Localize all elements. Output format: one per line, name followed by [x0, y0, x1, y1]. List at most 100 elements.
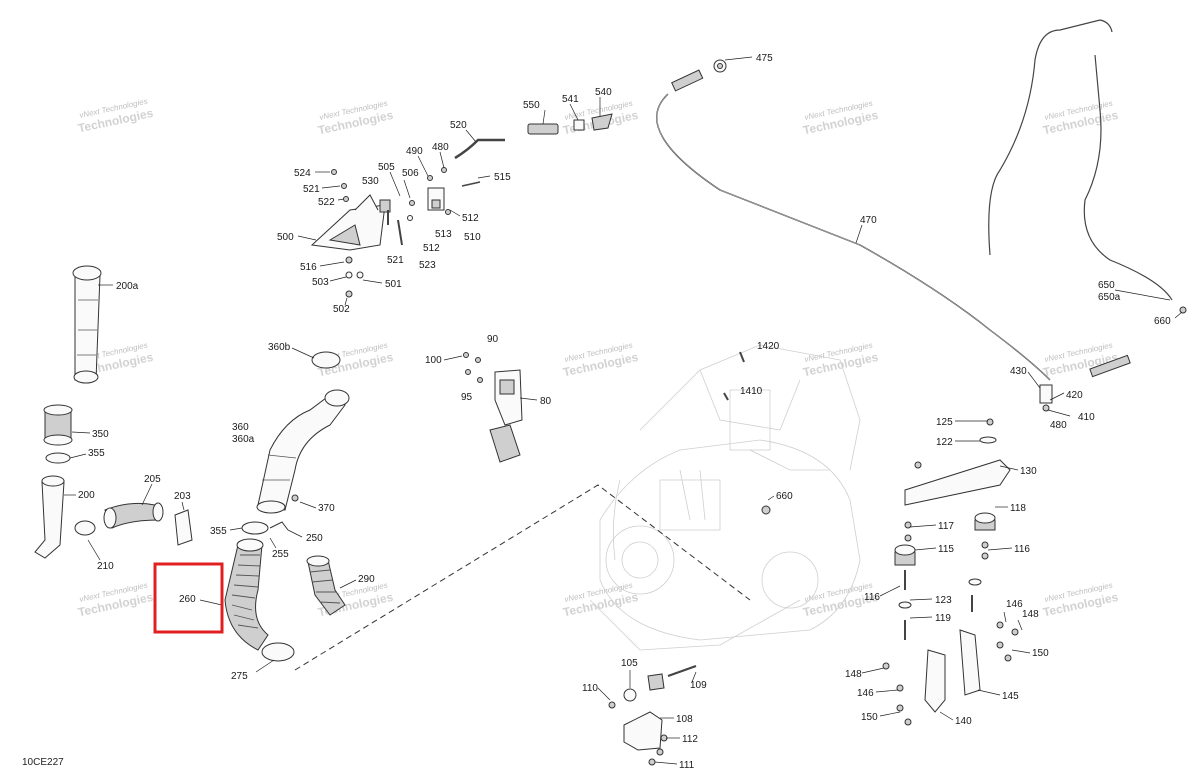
label-250: 250 — [306, 533, 323, 544]
label-660b: 660 — [776, 491, 793, 502]
label-122: 122 — [936, 437, 953, 448]
label-522: 522 — [318, 197, 335, 208]
leader-lines — [64, 56, 1183, 765]
label-123: 123 — [935, 595, 952, 606]
connection-dashed-line — [294, 484, 751, 671]
label-130: 130 — [1020, 466, 1037, 477]
label-140: 140 — [955, 716, 972, 727]
label-660: 660 — [1154, 316, 1171, 327]
label-1420: 1420 — [757, 341, 780, 352]
label-118: 118 — [1010, 503, 1026, 514]
vent-line-650 — [988, 19, 1173, 301]
label-475: 475 — [756, 53, 773, 64]
label-210: 210 — [97, 561, 114, 572]
label-550: 550 — [523, 100, 540, 111]
bottom-mount-parts — [608, 664, 697, 766]
label-1410: 1410 — [740, 386, 763, 397]
label-200: 200 — [78, 490, 95, 501]
label-145: 145 — [1002, 691, 1019, 702]
label-521: 521 — [303, 184, 320, 195]
label-515: 515 — [494, 172, 511, 183]
label-512a: 512 — [462, 213, 479, 224]
engine-mount-parts — [882, 306, 1187, 726]
label-470: 470 — [860, 215, 877, 226]
label-146b: 146 — [857, 688, 874, 699]
label-146: 146 — [1006, 599, 1023, 610]
label-501: 501 — [385, 279, 402, 290]
highlight-box-260 — [153, 562, 224, 634]
label-650: 650 — [1098, 280, 1115, 291]
label-520: 520 — [450, 120, 467, 131]
air-duct-360 — [256, 351, 350, 514]
label-360b: 360b — [268, 342, 291, 353]
label-490: 490 — [406, 146, 423, 157]
label-108: 108 — [676, 714, 693, 725]
label-119: 119 — [935, 613, 951, 624]
intake-tube-200a — [72, 265, 102, 384]
clamp-parts-250-255-370 — [241, 494, 299, 535]
label-116: 116 — [1014, 544, 1030, 555]
label-150b: 150 — [861, 712, 878, 723]
label-506: 506 — [402, 168, 419, 179]
label-503: 503 — [312, 277, 329, 288]
label-360: 360 — [232, 422, 249, 433]
label-110: 110 — [582, 683, 598, 694]
label-109: 109 — [690, 680, 707, 691]
label-148: 148 — [1022, 609, 1039, 620]
label-275: 275 — [231, 671, 248, 682]
label-90: 90 — [487, 334, 499, 345]
label-116b: 116 — [864, 592, 880, 603]
label-480: 480 — [432, 142, 449, 153]
label-540: 540 — [595, 87, 612, 98]
pedal-bracket-group — [310, 113, 613, 298]
label-205: 205 — [144, 474, 161, 485]
label-510: 510 — [464, 232, 481, 243]
label-516: 516 — [300, 262, 317, 273]
label-360a: 360a — [232, 434, 255, 445]
label-117: 117 — [938, 521, 954, 532]
accelerator-pedal-80 — [463, 352, 523, 463]
engine-fasteners — [723, 351, 771, 515]
label-355: 355 — [88, 448, 105, 459]
throttle-cable-470 — [656, 59, 1131, 381]
label-370: 370 — [318, 503, 335, 514]
label-541: 541 — [562, 94, 579, 105]
label-650a: 650a — [1098, 292, 1121, 303]
label-505: 505 — [378, 162, 395, 173]
label-150: 150 — [1032, 648, 1049, 659]
label-80: 80 — [540, 396, 552, 407]
label-420: 420 — [1066, 390, 1083, 401]
label-203: 203 — [174, 491, 191, 502]
label-530: 530 — [362, 176, 379, 187]
label-513: 513 — [435, 229, 452, 240]
label-148b: 148 — [845, 669, 862, 680]
label-500: 500 — [277, 232, 294, 243]
label-355b: 355 — [210, 526, 227, 537]
label-200a: 200a — [116, 281, 139, 292]
label-125: 125 — [936, 417, 953, 428]
bellows-hose-290 — [306, 555, 346, 616]
label-115: 115 — [938, 544, 954, 555]
label-111: 111 — [679, 760, 695, 771]
label-255: 255 — [272, 549, 289, 560]
label-521b: 521 — [387, 255, 404, 266]
label-105: 105 — [621, 658, 638, 669]
label-112: 112 — [682, 734, 698, 745]
label-260: 260 — [179, 594, 196, 605]
label-480b: 480 — [1050, 420, 1067, 431]
label-502: 502 — [333, 304, 350, 315]
label-350: 350 — [92, 429, 109, 440]
label-95: 95 — [461, 392, 473, 403]
left-ducting-parts — [34, 404, 193, 559]
label-430: 430 — [1010, 366, 1027, 377]
label-100: 100 — [425, 355, 442, 366]
label-512b: 512 — [423, 243, 440, 254]
bellows-hose-260 — [224, 538, 295, 662]
